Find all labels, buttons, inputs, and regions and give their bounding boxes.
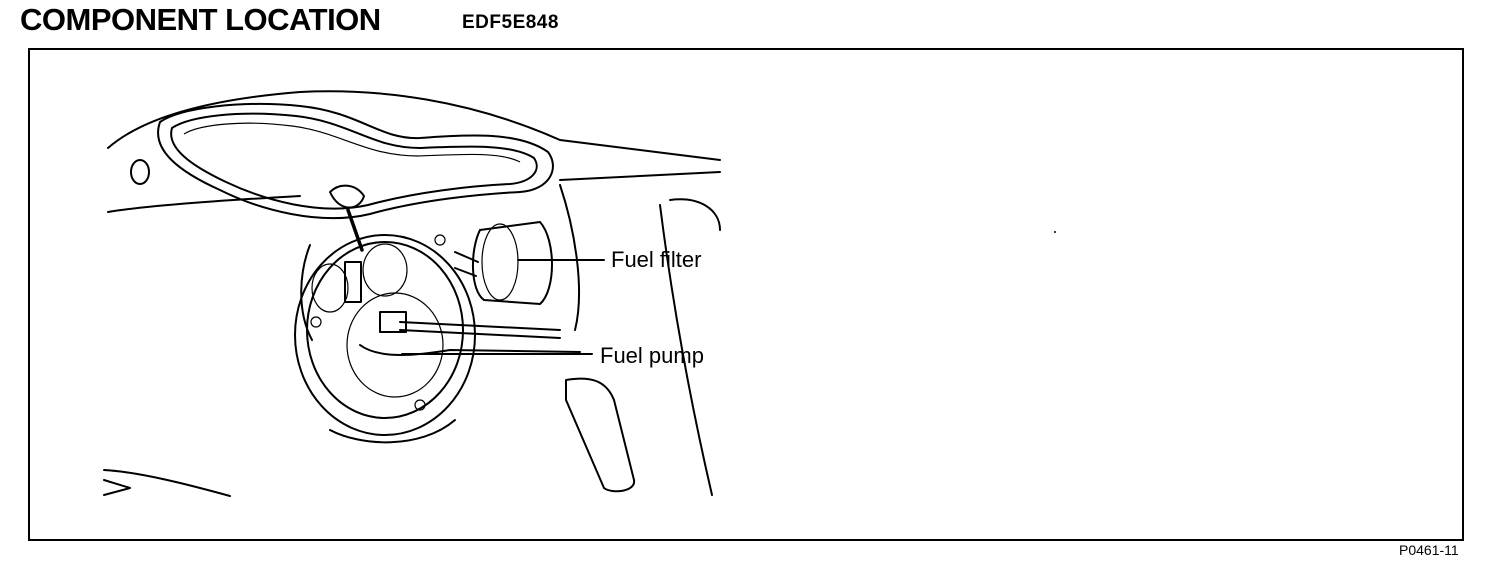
speck (1054, 231, 1056, 233)
connector (344, 261, 362, 303)
fuel-pump-label: Fuel pump (600, 343, 704, 368)
vehicle-body (103, 90, 721, 497)
bolt-hole (130, 159, 150, 185)
document-code: EDF5E848 (462, 12, 559, 33)
fuel-filter-label: Fuel filter (611, 247, 702, 272)
fuel-pump-assembly (294, 184, 581, 444)
access-cover (157, 102, 554, 220)
fuel-filter (454, 221, 553, 305)
page-title: COMPONENT LOCATION (20, 2, 381, 37)
side-panel-lens (565, 377, 636, 493)
figure-reference: P0461-11 (1399, 542, 1459, 558)
figure-frame (28, 48, 1464, 541)
